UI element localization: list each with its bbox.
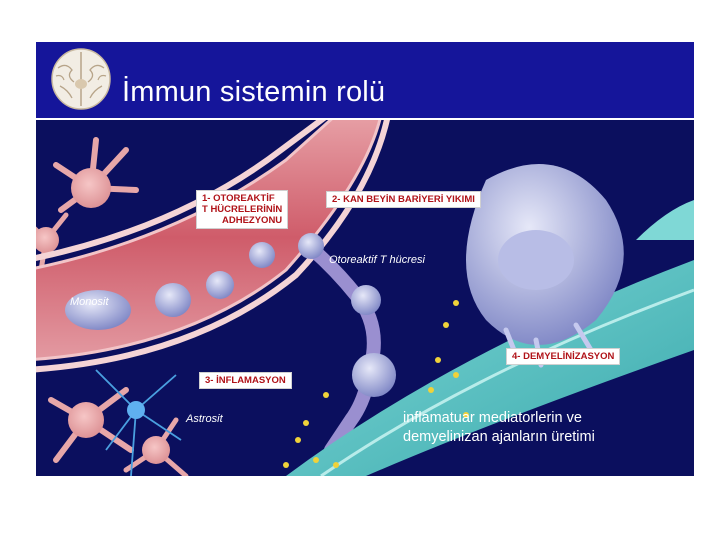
inflammatory-mediators <box>283 300 469 468</box>
caption-line-1: inflamatuar mediatorlerin ve <box>403 410 582 426</box>
slide: İmmun sistemin rolü <box>36 42 694 476</box>
label-astrocyte: Astrosit <box>186 413 223 425</box>
glial-cell-upper <box>53 137 139 213</box>
page-title: İmmun sistemin rolü <box>122 76 386 108</box>
ms-pathology-illustration <box>36 120 694 476</box>
label-step-3: 3- İNFLAMASYON <box>199 372 292 389</box>
label-t-cell: Otoreaktif T hücresi <box>329 254 425 266</box>
astrocyte-cell <box>95 369 182 476</box>
label-step-4: 4- DEMYELİNİZASYON <box>506 348 621 365</box>
label-monocyte: Monosit <box>70 296 109 308</box>
glial-cell-lower <box>48 387 134 463</box>
brain-icon <box>51 48 111 110</box>
label-step-2: 2- KAN BEYİN BARİYERİ YIKIMI <box>326 191 481 208</box>
monocyte-cell <box>65 290 131 330</box>
t-cell-migration <box>298 233 396 457</box>
slide-header: İmmun sistemin rolü <box>36 42 694 120</box>
label-step-1: 1- OTOREAKTİF T HÜCRELERİNİN ADHEZYONU <box>196 190 289 229</box>
caption-line-2: demyelinizan ajanların üretimi <box>403 429 595 445</box>
glial-cell-upper-2 <box>36 212 69 273</box>
caption: inflamatuar mediatorlerin ve demyeliniza… <box>403 409 595 447</box>
